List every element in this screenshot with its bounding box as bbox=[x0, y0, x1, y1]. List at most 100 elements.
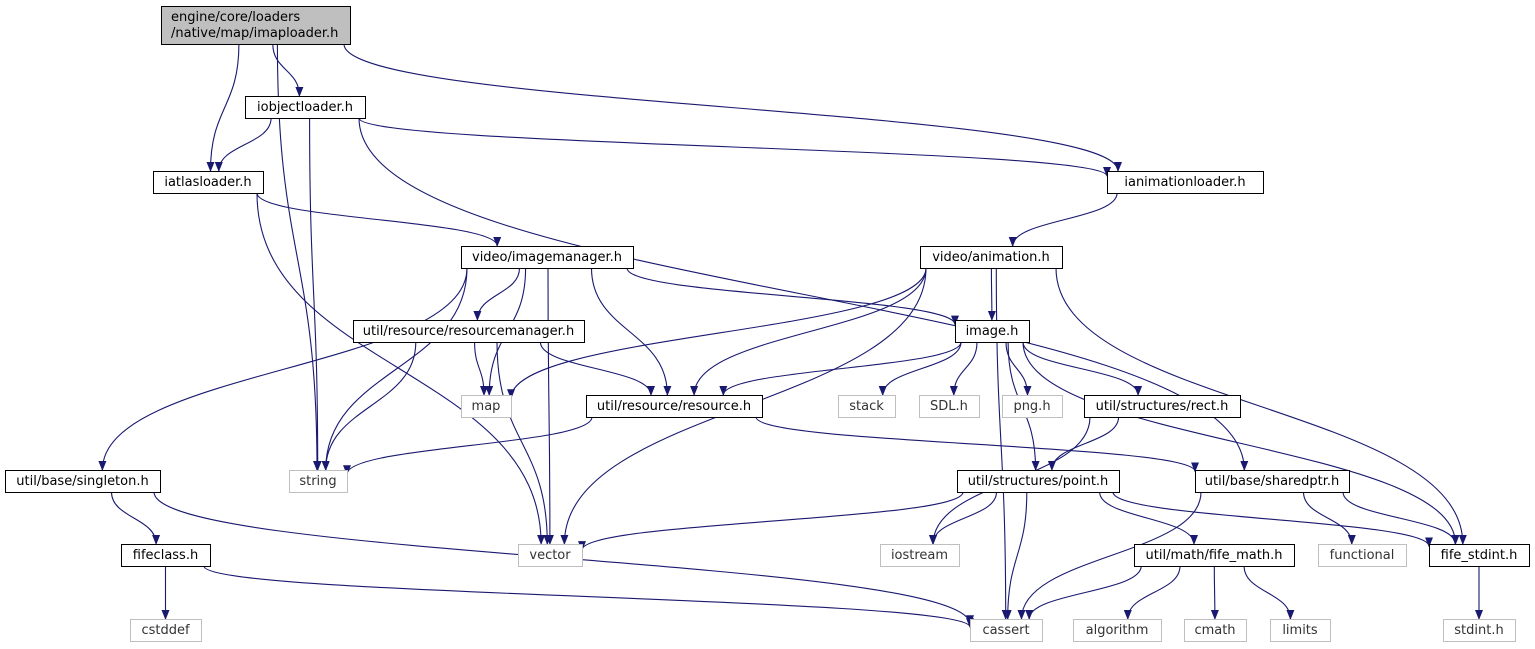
edge-fife-math-to-limits bbox=[1243, 565, 1295, 620]
node-box bbox=[1195, 470, 1350, 493]
node-box bbox=[1429, 544, 1530, 567]
node-point[interactable]: util/structures/point.h bbox=[957, 470, 1120, 493]
node-box bbox=[1318, 544, 1407, 567]
node-label: iobjectloader.h bbox=[257, 100, 353, 115]
edge-animation-to-image bbox=[987, 267, 996, 321]
edge-iatlasloader-to-imagemanager bbox=[256, 192, 502, 247]
node-label: string bbox=[299, 474, 336, 489]
node-label: util/resource/resource.h bbox=[597, 399, 751, 414]
node-cassert: cassert bbox=[970, 619, 1043, 642]
node-iobjectloader[interactable]: iobjectloader.h bbox=[245, 96, 366, 119]
node-label: fifeclass.h bbox=[133, 548, 198, 563]
node-imagemanager[interactable]: video/imagemanager.h bbox=[461, 246, 634, 269]
node-box bbox=[161, 6, 351, 45]
edge-sharedptr-to-fife-stdint bbox=[1342, 491, 1460, 545]
edge-imagemanager-to-resourcemanager bbox=[473, 267, 521, 321]
node-box bbox=[1107, 171, 1264, 194]
edge-singleton-to-fifeclass bbox=[110, 491, 161, 545]
node-resource[interactable]: util/resource/resource.h bbox=[586, 395, 763, 418]
node-label: png.h bbox=[1013, 399, 1050, 414]
edge-image-to-png bbox=[1005, 341, 1032, 396]
node-stack: stack bbox=[838, 395, 896, 418]
edge-root-to-string bbox=[276, 43, 321, 471]
node-box bbox=[880, 544, 960, 567]
edge-resource-to-sharedptr bbox=[755, 416, 1199, 473]
node-limits: limits bbox=[1270, 619, 1331, 642]
edges-layer bbox=[98, 43, 1483, 629]
node-box bbox=[353, 320, 585, 343]
edge-point-to-fife-stdint bbox=[1112, 491, 1433, 548]
node-singleton[interactable]: util/base/singleton.h bbox=[5, 470, 161, 493]
edge-root-to-iatlasloader bbox=[206, 43, 240, 172]
node-box bbox=[518, 544, 583, 567]
node-label: stack bbox=[849, 399, 884, 414]
node-label: /native/map/imaploader.h bbox=[171, 26, 338, 41]
node-root[interactable]: engine/core/loaders/native/map/imaploade… bbox=[161, 6, 351, 45]
edge-imagemanager-to-singleton bbox=[98, 267, 468, 471]
edge-imagemanager-to-image bbox=[626, 267, 959, 326]
edge-root-to-ianimationloader bbox=[343, 43, 1122, 172]
node-label: util/structures/rect.h bbox=[1096, 399, 1229, 414]
node-label: cstddef bbox=[141, 623, 190, 638]
edge-image-to-rect bbox=[1022, 341, 1143, 396]
node-label: cmath bbox=[1194, 623, 1235, 638]
node-functional: functional bbox=[1318, 544, 1407, 567]
node-map: map bbox=[461, 395, 512, 418]
node-label: iostream bbox=[891, 548, 948, 563]
node-box bbox=[1002, 395, 1063, 418]
node-iatlasloader[interactable]: iatlasloader.h bbox=[153, 171, 264, 194]
edge-animation-to-fife-stdint bbox=[1055, 267, 1467, 545]
node-cstddef: cstddef bbox=[130, 619, 202, 642]
node-fife-math[interactable]: util/math/fife_math.h bbox=[1134, 544, 1295, 567]
edge-image-to-stack bbox=[878, 341, 962, 396]
node-box bbox=[838, 395, 896, 418]
node-fifeclass[interactable]: fifeclass.h bbox=[121, 544, 211, 567]
node-cmath: cmath bbox=[1184, 619, 1247, 642]
edge-fife-math-to-cmath bbox=[1210, 565, 1219, 620]
edge-point-to-iostream bbox=[928, 491, 998, 545]
node-rect[interactable]: util/structures/rect.h bbox=[1084, 395, 1241, 418]
node-algorithm: algorithm bbox=[1073, 619, 1162, 642]
node-box bbox=[130, 619, 202, 642]
edge-rect-to-point bbox=[1047, 416, 1120, 471]
node-box bbox=[919, 395, 980, 418]
edge-iobjectloader-to-string bbox=[309, 117, 322, 471]
node-label: map bbox=[472, 399, 501, 414]
node-label: functional bbox=[1330, 548, 1395, 563]
node-label: limits bbox=[1282, 623, 1318, 638]
node-fife-stdint[interactable]: fife_stdint.h bbox=[1429, 544, 1530, 567]
node-resourcemanager[interactable]: util/resource/resourcemanager.h bbox=[353, 320, 585, 343]
edge-iobjectloader-to-ianimationloader bbox=[358, 117, 1111, 177]
edge-resourcemanager-to-resource bbox=[539, 341, 655, 396]
edge-imagemanager-to-vector bbox=[545, 267, 554, 545]
edge-image-to-sdl bbox=[949, 341, 978, 396]
edge-imagemanager-to-string bbox=[321, 267, 468, 471]
node-label: ianimationloader.h bbox=[1124, 175, 1245, 190]
node-box bbox=[920, 246, 1063, 269]
edge-image-to-resource bbox=[719, 341, 962, 396]
node-label: image.h bbox=[966, 324, 1019, 339]
node-label: stdint.h bbox=[1454, 623, 1503, 638]
node-image[interactable]: image.h bbox=[955, 320, 1030, 343]
nodes-layer: engine/core/loaders/native/map/imaploade… bbox=[5, 6, 1530, 642]
edge-animation-to-map bbox=[507, 267, 927, 400]
node-label: util/base/singleton.h bbox=[16, 474, 148, 489]
node-label: cassert bbox=[982, 623, 1029, 638]
node-sharedptr[interactable]: util/base/sharedptr.h bbox=[1195, 470, 1350, 493]
edge-root-to-iobjectloader bbox=[272, 43, 304, 97]
node-label: engine/core/loaders bbox=[171, 10, 300, 25]
edge-resourcemanager-to-vector bbox=[496, 341, 552, 545]
node-box bbox=[970, 619, 1043, 642]
edge-point-to-fife-math bbox=[1099, 491, 1198, 545]
node-box bbox=[153, 171, 264, 194]
node-vector: vector bbox=[518, 544, 583, 567]
node-box bbox=[586, 395, 763, 418]
node-animation[interactable]: video/animation.h bbox=[920, 246, 1063, 269]
node-ianimationloader[interactable]: ianimationloader.h bbox=[1107, 171, 1264, 194]
node-box bbox=[245, 96, 366, 119]
node-label: util/math/fife_math.h bbox=[1146, 548, 1283, 563]
node-box bbox=[1073, 619, 1162, 642]
edge-sharedptr-to-cassert bbox=[1017, 491, 1202, 620]
node-iostream: iostream bbox=[880, 544, 960, 567]
